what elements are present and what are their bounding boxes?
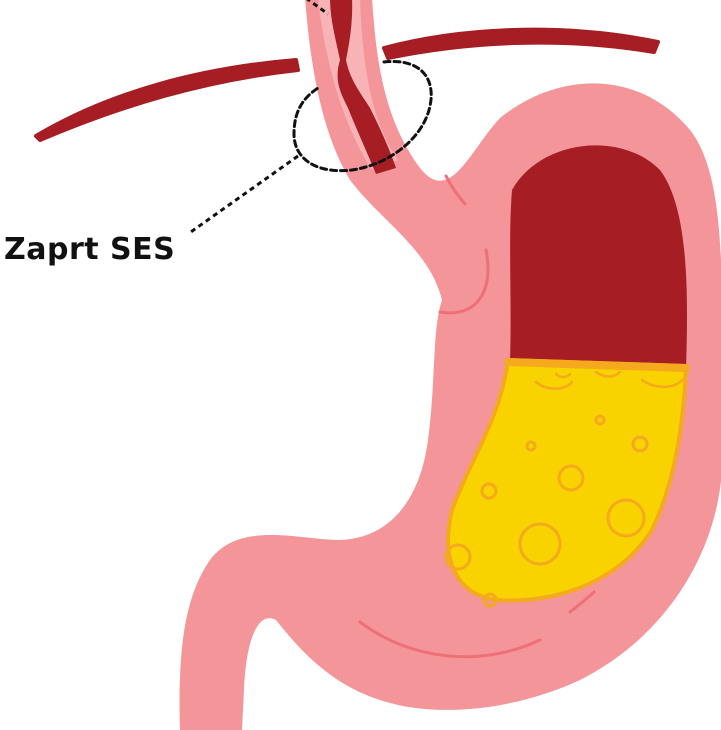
callout-leader-line <box>188 156 298 234</box>
diaphragm-right <box>384 30 658 58</box>
diaphragm-left <box>36 60 298 140</box>
gastric-lumen <box>510 145 687 370</box>
sphincter-label: Zaprt SES <box>4 232 175 267</box>
